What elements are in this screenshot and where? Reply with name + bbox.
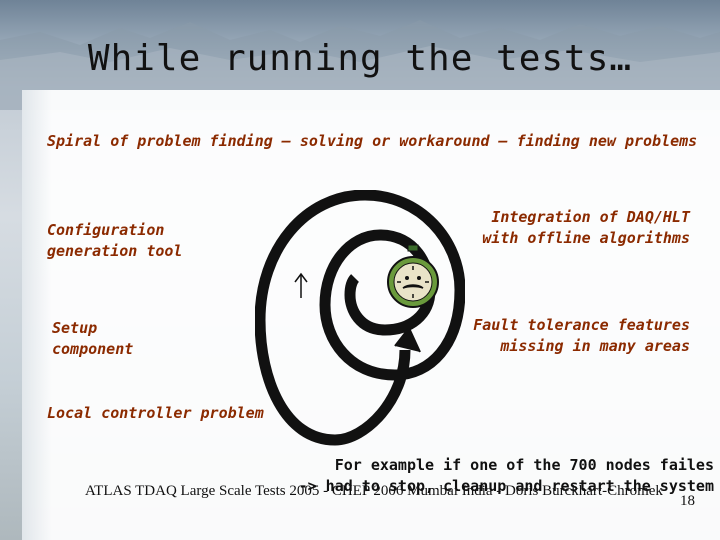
setup-line-1: Setup <box>52 319 98 337</box>
fault-tolerance-item: Fault tolerance features missing in many… <box>470 315 690 357</box>
example-line-2: -> had to stop, cleanup and restart the … <box>298 477 714 495</box>
content-panel <box>22 90 720 540</box>
slide-title: While running the tests… <box>87 38 633 79</box>
spiral-arrow-icon <box>255 190 465 446</box>
configuration-line-2: generation tool <box>47 242 183 260</box>
page-number: 18 <box>680 493 695 509</box>
stopwatch-icon <box>387 244 439 308</box>
configuration-item: Configuration generation tool <box>47 220 182 262</box>
setup-item: Setup component <box>52 318 133 360</box>
panel-edge <box>22 90 52 540</box>
integration-line-2: with offline algorithms <box>482 229 690 247</box>
spiral-description: Spiral of problem finding – solving or w… <box>47 132 698 150</box>
configuration-line-1: Configuration <box>47 221 165 239</box>
setup-line-2: component <box>52 340 134 358</box>
local-controller-item: Local controller problem <box>47 404 264 422</box>
example-line-1: For example if one of the 700 nodes fail… <box>334 456 714 474</box>
slide-footer: ATLAS TDAQ Large Scale Tests 2005 - CHEP… <box>85 483 663 499</box>
integration-item: Integration of DAQ/HLT with offline algo… <box>458 207 690 249</box>
fault-line-1: Fault tolerance features <box>473 316 690 334</box>
failure-example: For example if one of the 700 nodes fail… <box>288 455 714 497</box>
fault-line-2: missing in many areas <box>500 337 690 355</box>
integration-line-1: Integration of DAQ/HLT <box>491 208 690 226</box>
